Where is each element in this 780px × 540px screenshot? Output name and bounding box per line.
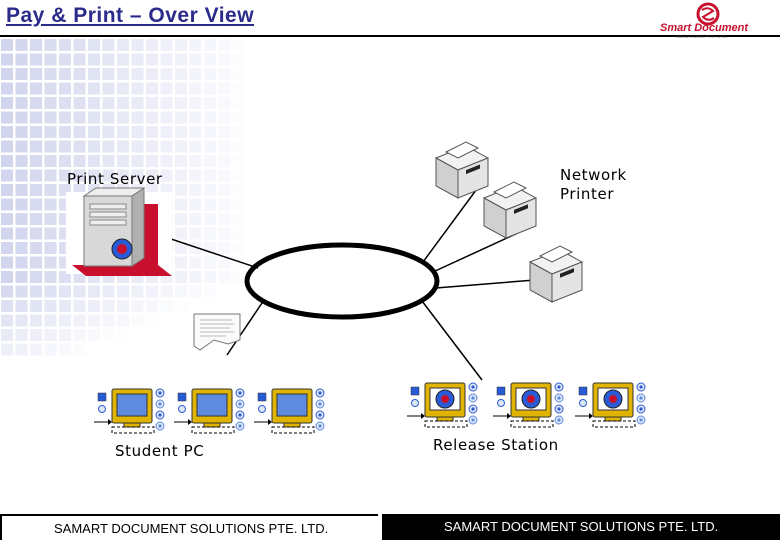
pc-icon (575, 382, 646, 428)
slide-title: Pay & Print – Over View (6, 4, 255, 27)
student-pc-label: Student PC (115, 442, 205, 460)
printer-icon (434, 141, 490, 199)
footer-left: SAMART DOCUMENT SOLUTIONS PTE. LTD. (0, 514, 378, 540)
pc-icon (254, 388, 325, 434)
pc-icon (493, 382, 564, 428)
footer-right-text: SAMART DOCUMENT SOLUTIONS PTE. LTD. (444, 519, 719, 534)
network-ring (244, 242, 440, 320)
logo-subtitle: SOLUTIONS PTE. LTD. (676, 34, 729, 39)
footer-left-text: SAMART DOCUMENT SOLUTIONS PTE. LTD. (54, 521, 329, 536)
footer-right: SAMART DOCUMENT SOLUTIONS PTE. LTD. (382, 514, 780, 540)
network-printers (434, 141, 584, 303)
student-pc-group (94, 388, 325, 434)
print-server-icon (66, 187, 172, 276)
network-printer-label-line2: Printer (560, 185, 615, 203)
printer-icon (482, 181, 538, 239)
title-rule (0, 35, 780, 37)
print-server-label: Print Server (67, 170, 163, 188)
pc-icon (94, 388, 165, 434)
pc-icon (407, 382, 478, 428)
release-station-label: Release Station (433, 436, 559, 454)
pc-icon (174, 388, 245, 434)
logo-name: Smart Document (660, 22, 749, 34)
printer-icon (528, 245, 584, 303)
document-icon (193, 313, 241, 351)
network-printer-label-line1: Network (560, 166, 627, 184)
company-logo-icon (696, 2, 720, 26)
release-station-group (407, 382, 646, 428)
